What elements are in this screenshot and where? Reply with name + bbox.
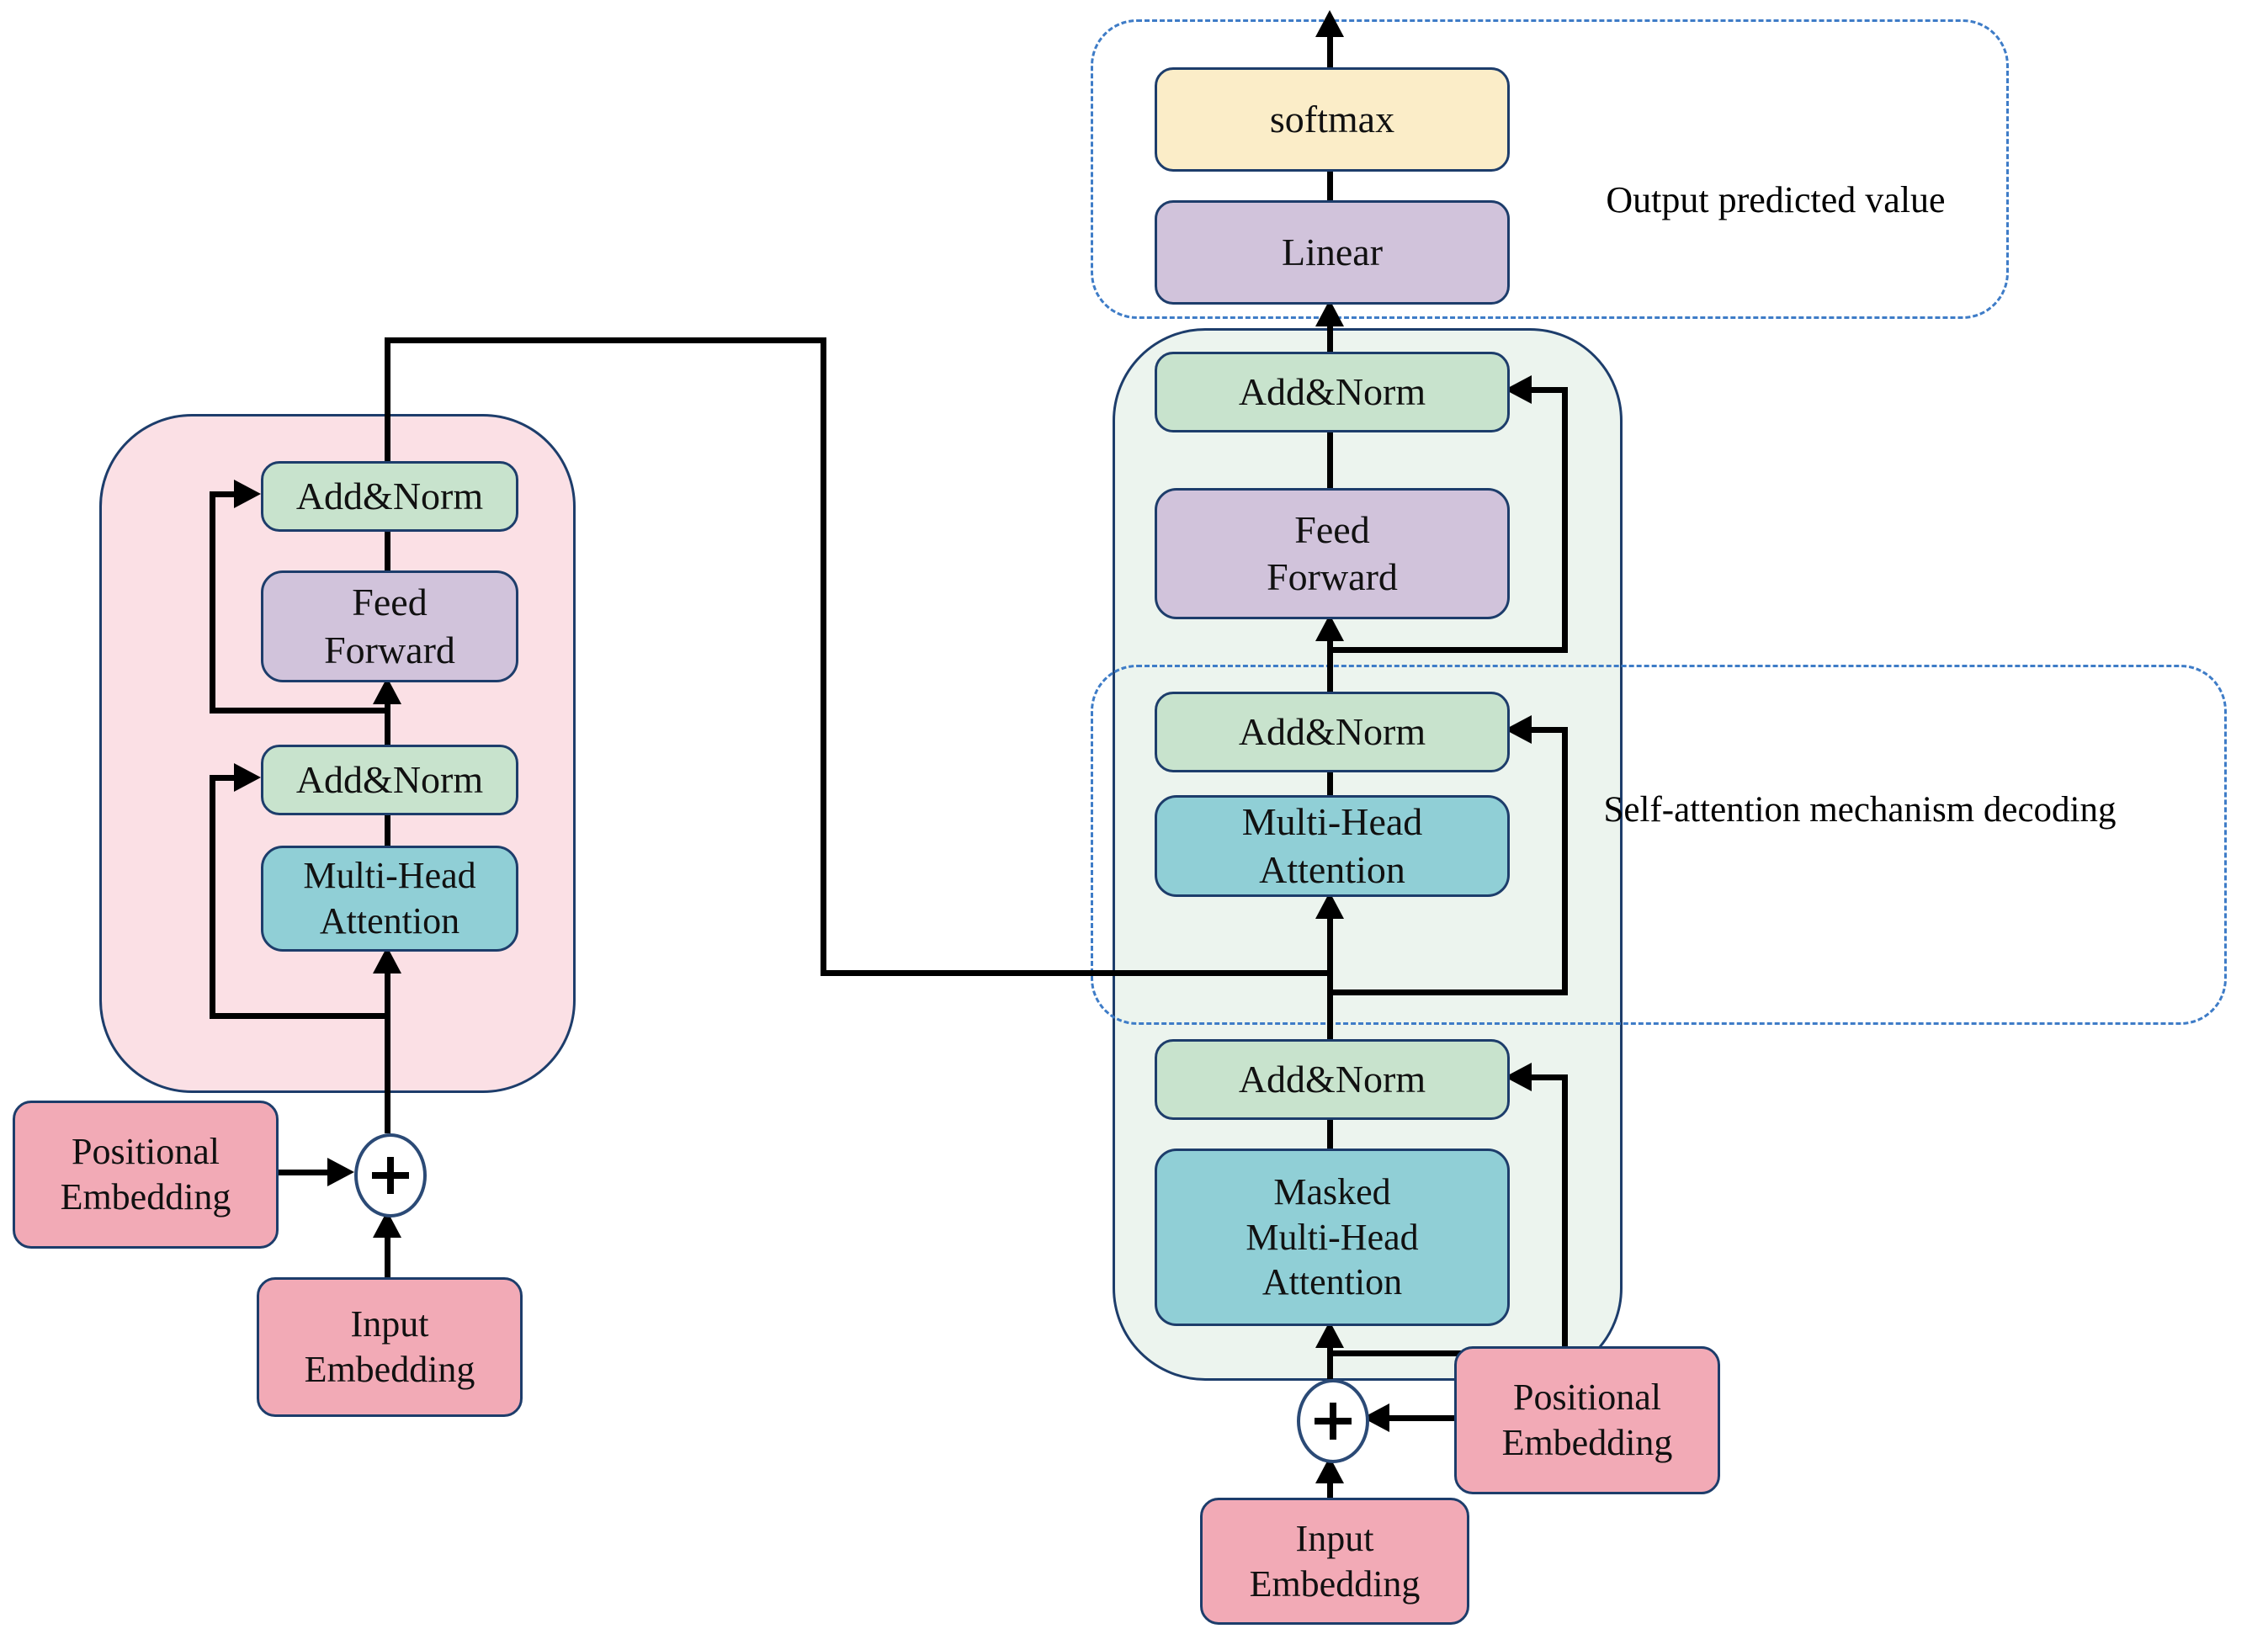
skip-line [1562, 387, 1568, 653]
skip-line [1562, 1074, 1568, 1356]
flow-line [1327, 167, 1333, 200]
flow-line [385, 704, 390, 745]
skip-line [1330, 989, 1568, 995]
softmax-box: softmax [1155, 67, 1510, 172]
decoder-masked-multi-head-attention: Masked Multi-Head Attention [1155, 1149, 1510, 1326]
flow-line [1327, 641, 1333, 692]
encoder-feed-forward: Feed Forward [261, 570, 518, 682]
flow-line-encoder-to-decoder-horizontal [821, 970, 1333, 976]
flow-line-encoder-output-horizontal [385, 337, 824, 343]
flow-line [1327, 767, 1333, 799]
decoder-feed-forward: Feed Forward [1155, 488, 1510, 619]
decoder-multi-head-attention: Multi-Head Attention [1155, 795, 1510, 897]
skip-line [1529, 727, 1568, 733]
flow-line [1327, 919, 1333, 1039]
skip-line [210, 708, 390, 714]
decoder-positional-embedding: Positional Embedding [1454, 1346, 1720, 1494]
linear-label: Linear [1281, 230, 1384, 273]
flow-line-encoder-output-vertical [821, 337, 826, 976]
skip-line [1529, 1074, 1568, 1080]
skip-line [1330, 1350, 1568, 1356]
encoder-positional-embedding: Positional Embedding [13, 1101, 279, 1249]
arrow-into-encoder-add-norm-1 [234, 480, 261, 508]
output-predicted-value-region [1091, 19, 2009, 319]
skip-line [210, 1013, 390, 1019]
decoder-add-norm-1: Add&Norm [1155, 352, 1510, 432]
decoder-add-circle [1297, 1379, 1369, 1463]
linear-box: Linear [1155, 200, 1510, 305]
skip-line [1529, 387, 1568, 393]
flow-line [385, 1238, 390, 1277]
arrow-into-encoder-add-norm-2 [234, 763, 261, 792]
skip-line [210, 491, 237, 497]
plus-icon [1330, 1403, 1336, 1440]
skip-line [1562, 727, 1568, 995]
encoder-multi-head-attention: Multi-Head Attention [261, 846, 518, 952]
skip-line [1330, 647, 1568, 653]
encoder-add-norm-2: Add&Norm [261, 745, 518, 815]
softmax-label: softmax [1269, 97, 1395, 141]
flow-line [385, 340, 390, 461]
encoder-input-embedding: Input Embedding [257, 1277, 523, 1417]
skip-line [210, 775, 215, 1019]
flow-line [1327, 427, 1333, 488]
plus-icon [387, 1157, 394, 1194]
flow-line [385, 974, 390, 1133]
encoder-add-circle [354, 1133, 427, 1218]
encoder-add-norm-1-label: Add&Norm [295, 474, 484, 517]
flow-line [1327, 1483, 1333, 1498]
flow-line [385, 527, 390, 570]
decoder-input-embedding: Input Embedding [1200, 1498, 1469, 1625]
self-attention-decoding-label: Self-attention mechanism decoding [1603, 790, 2117, 830]
flow-line [1327, 37, 1333, 67]
arrow-positional-into-plus-encoder [327, 1158, 354, 1186]
flow-line [1389, 1415, 1454, 1421]
output-predicted-value-label: Output predicted value [1606, 179, 1946, 220]
self-attention-decoding-region [1091, 665, 2227, 1025]
flow-line [1327, 1348, 1333, 1379]
flow-line [1327, 1115, 1333, 1149]
flow-line [274, 1170, 327, 1175]
decoder-add-norm-2: Add&Norm [1155, 692, 1510, 772]
decoder-add-norm-3: Add&Norm [1155, 1039, 1510, 1120]
skip-line [210, 491, 215, 714]
skip-line [210, 775, 237, 781]
flow-line [385, 810, 390, 846]
encoder-add-norm-1: Add&Norm [261, 461, 518, 532]
flow-line [1327, 326, 1333, 352]
encoder-add-norm-2-label: Add&Norm [295, 757, 484, 801]
arrow-final-output [1315, 10, 1344, 37]
